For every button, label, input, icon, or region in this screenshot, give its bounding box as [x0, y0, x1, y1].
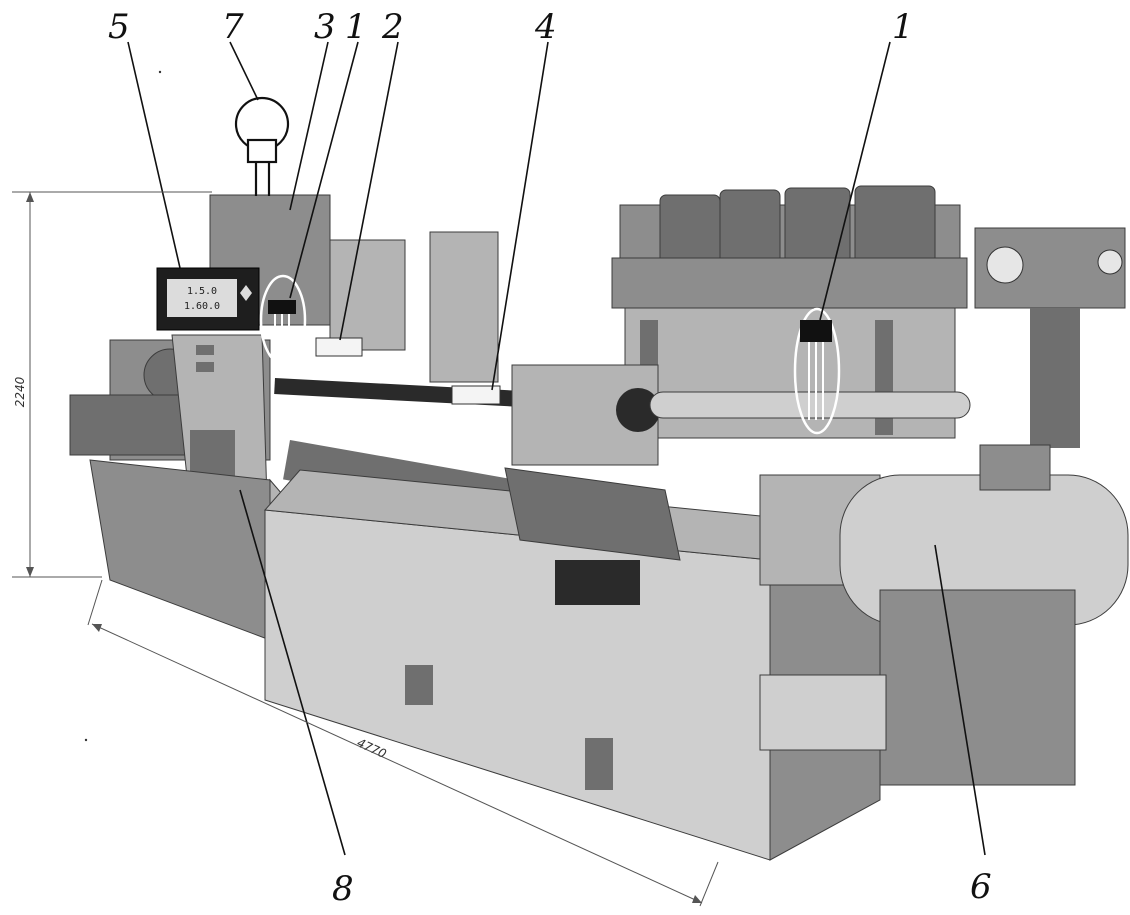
bed-foot [585, 738, 613, 790]
callout-1-right: 1 [892, 7, 914, 47]
gauge-1 [986, 246, 1024, 284]
pendant-button [196, 362, 214, 372]
gearbox [69, 394, 191, 456]
pendant-button [196, 345, 214, 355]
left-base [89, 459, 271, 641]
display-line-1: 1.5.0 [187, 286, 217, 297]
leader-lines [127, 41, 986, 856]
speck [84, 738, 88, 742]
height-dimension-label: 2240 [13, 376, 27, 407]
leader-6 [934, 544, 986, 856]
drum-4 [854, 185, 936, 267]
leader-3 [289, 41, 329, 211]
motor-stand [879, 589, 1076, 786]
length-dimension-label: 4770 [355, 736, 389, 762]
machine-bed-front [264, 509, 771, 861]
tool-carriage [504, 467, 681, 561]
leader-1-right [819, 41, 891, 321]
tailstock-bore [616, 388, 660, 432]
electrical-box [429, 231, 499, 383]
callout-8: 8 [332, 869, 354, 909]
motor-guard [759, 674, 887, 751]
leader-4 [491, 41, 549, 391]
leader-2 [339, 41, 399, 341]
callout-7: 7 [222, 7, 244, 47]
drum-2 [719, 189, 781, 266]
motor-junction [979, 444, 1051, 491]
callout-labels: 5 7 3 1 2 4 1 8 6 [108, 7, 992, 909]
speck [158, 70, 162, 74]
sensor-icon [259, 274, 307, 366]
sensor-module-2 [315, 337, 363, 357]
gauge-2 [1097, 249, 1123, 275]
callout-6: 6 [970, 867, 992, 907]
sensor-module-4 [451, 385, 501, 405]
display-line-2: 1.60.0 [184, 301, 220, 312]
gauge-post [1030, 308, 1080, 448]
side-cabinet [329, 239, 406, 351]
leader-7 [229, 41, 259, 101]
callout-1-left: 1 [345, 7, 367, 47]
leader-8 [239, 489, 346, 856]
callout-5: 5 [108, 7, 130, 47]
callout-2: 2 [381, 7, 404, 47]
dimension-height: 2240 [12, 191, 212, 578]
lamp-icon [234, 96, 290, 196]
callout-3: 3 [314, 7, 336, 47]
leader-1-left [289, 41, 359, 299]
callout-4: 4 [534, 7, 557, 47]
machine-illustration [69, 185, 1129, 861]
carriage-block [555, 560, 640, 605]
sensor-icon [793, 307, 841, 435]
bed-foot [405, 665, 433, 705]
digital-display: 1.5.0 1.60.0 [156, 267, 260, 331]
drum-1 [659, 194, 721, 266]
drum-frame-base [611, 257, 968, 309]
drum-3 [784, 187, 851, 267]
feed-shaft [274, 378, 550, 409]
leader-5 [127, 41, 181, 269]
